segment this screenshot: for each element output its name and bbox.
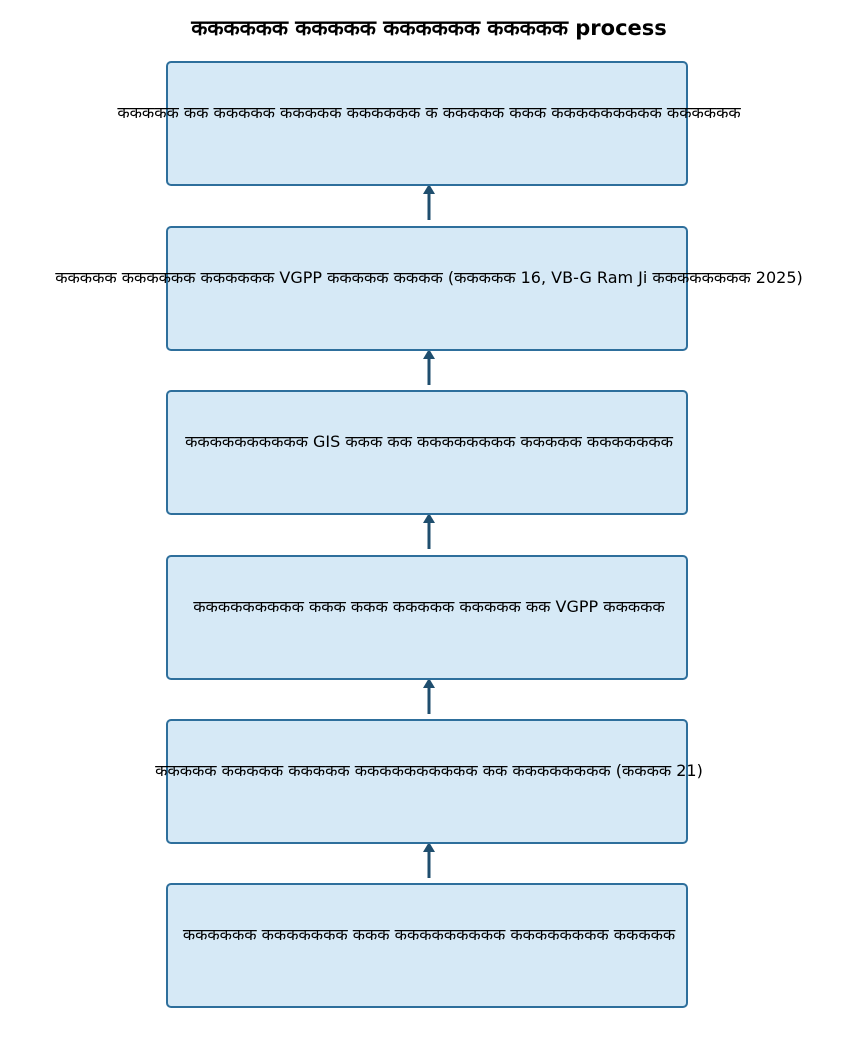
flow-arrowhead-2-to-1 — [423, 184, 435, 194]
process-step-4-label: ककककककककक ककक ककक ककककक ककककक कक VGPP कक… — [193, 597, 665, 616]
process-step-5-label: ककककक ककककक ककककक कककककककककक कक कककककककक… — [155, 761, 703, 780]
process-step-2-label: ककककक कककककक कककककक VGPP ककककक कककक (ककक… — [55, 268, 803, 287]
diagram-title: कककककक ककककक कककककक ककककक process — [191, 16, 667, 40]
process-step-5-box — [166, 719, 688, 844]
process-step-6-label: कककककक ककककककक ककक ककककककककक कककककककक कक… — [182, 925, 676, 944]
process-step-4-box — [166, 555, 688, 680]
flow-arrowhead-3-to-2 — [423, 349, 435, 359]
flow-arrowhead-4-to-3 — [423, 513, 435, 523]
process-step-1-label: ककककक कक ककककक ककककक कककककक क ककककक ककक … — [117, 103, 741, 122]
process-step-3-label: कककककककककक GIS ककक कक कककककककक ककककक ककक… — [185, 432, 673, 451]
process-step-1-box — [166, 61, 688, 186]
process-step-2-box — [166, 226, 688, 351]
process-step-6-box — [166, 883, 688, 1008]
process-step-3-box — [166, 390, 688, 515]
flow-arrowhead-5-to-4 — [423, 678, 435, 688]
flow-arrowhead-6-to-5 — [423, 842, 435, 852]
